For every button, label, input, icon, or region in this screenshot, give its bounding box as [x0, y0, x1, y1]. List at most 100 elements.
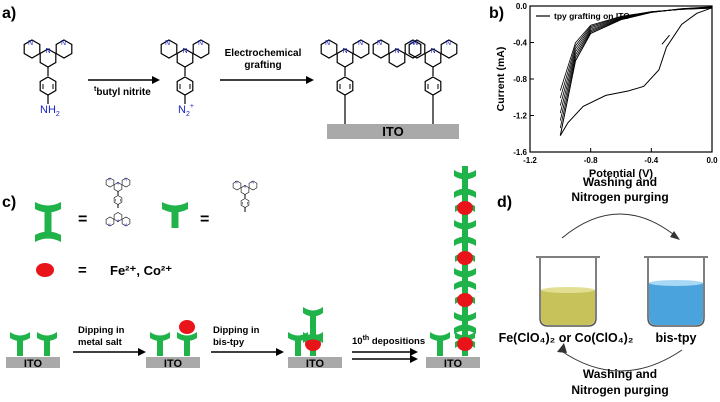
- y-tick-label: 0.0: [516, 2, 528, 11]
- top-cycle-arrow-head: [670, 231, 680, 240]
- stage1: ITO: [6, 332, 60, 370]
- stack-cap-3: [454, 236, 476, 246]
- panel-b-label: b): [489, 5, 504, 22]
- molecule-aminophenyl-tpy: [24, 40, 72, 104]
- stage2: ITO: [146, 320, 200, 370]
- beaker-metal-salt: [536, 256, 600, 327]
- equals-3: =: [78, 262, 87, 279]
- panel-d: d) Washing and Nitrogen purging Fe(ClO₄)…: [497, 175, 708, 397]
- ito-label-c3: ITO: [306, 358, 325, 370]
- beaker-bis-tpy: [644, 256, 708, 327]
- cv-cycle-1: [559, 6, 713, 129]
- x-tick-label: -0.4: [644, 156, 658, 165]
- bis-tpy-structure: [106, 178, 130, 227]
- arrow-c3b-head: [410, 355, 418, 363]
- top-process-line1: Washing and: [583, 175, 657, 189]
- x-tick-label: -0.8: [584, 156, 598, 165]
- reagent-butyl-nitrite: tbutyl nitrite: [94, 86, 151, 98]
- stack-metal-ion-2: [457, 293, 473, 307]
- stack-cap-6: [454, 312, 476, 322]
- step-c1-line2: metal salt: [78, 337, 123, 348]
- diazonium-label: N2+: [178, 103, 194, 118]
- x-axis-label: Potential (V): [589, 168, 654, 180]
- ito-substrate-c3: [288, 357, 342, 368]
- panel-a-label: a): [2, 5, 16, 22]
- molecule-diazonium-tpy: [161, 40, 209, 104]
- metal-ion-stage3: [305, 337, 321, 351]
- equals-1: =: [78, 211, 87, 228]
- top-cycle-arrow: [561, 213, 679, 239]
- cv-cycle-2: [559, 7, 713, 121]
- ito-label-c1: ITO: [24, 358, 43, 370]
- ito-substrate-c2: [146, 357, 200, 368]
- grafted-molecule-2: [409, 40, 457, 124]
- panel-a: a) NH2 tbutyl nitrite N2+ Electrochemica…: [2, 5, 459, 139]
- panel-c-label: c): [2, 194, 16, 211]
- arrow-c2-head: [276, 348, 284, 356]
- metal-ion-stage2: [179, 320, 195, 334]
- y-axis-label: Current (mA): [495, 47, 507, 112]
- cv-series-0: [559, 7, 713, 136]
- ito-label-c2: ITO: [164, 358, 183, 370]
- bottom-cycle-arrow: [559, 349, 683, 372]
- cv-cycle-5: [559, 7, 713, 99]
- stack-cap-2: [454, 220, 476, 230]
- stack-cap-0: [454, 170, 476, 180]
- step-c2-line1: Dipping in: [213, 325, 260, 336]
- reagent-electrochem-line1: Electrochemical: [225, 48, 302, 59]
- ito-substrate-c1: [6, 357, 60, 368]
- stack-cap-1: [454, 188, 476, 198]
- ito-substrate-c4: [426, 357, 480, 368]
- top-process-line2: Nitrogen purging: [571, 190, 668, 204]
- y-tick-label: -0.4: [513, 39, 527, 48]
- grafted-molecule-3: [373, 40, 421, 67]
- ito-label-a: ITO: [382, 124, 403, 139]
- scan-direction-arrow: [661, 34, 670, 45]
- amine-label: NH2: [40, 104, 60, 118]
- stack-metal-ion-3: [457, 337, 473, 351]
- stack-cap-4: [454, 268, 476, 278]
- y-tick-label: -1.6: [513, 148, 527, 157]
- metal-ions-label: Fe²⁺, Co²⁺: [110, 263, 172, 278]
- cv-cycle-4: [559, 7, 713, 106]
- stack-cap-5: [454, 280, 476, 290]
- equals-2: =: [200, 211, 209, 228]
- arrow-c3a-head: [410, 348, 418, 356]
- panel-c: c) = = = Fe²⁺, Co²⁺: [2, 166, 480, 370]
- panel-d-label: d): [497, 194, 512, 211]
- grafted-molecule-1: [321, 40, 369, 124]
- stage3: ITO: [288, 307, 342, 370]
- x-tick-label: -1.2: [523, 156, 537, 165]
- arrow-step1-head: [152, 76, 160, 84]
- ito-substrate-a: [327, 124, 459, 139]
- legend-label: tpy grafting on ITO: [554, 11, 630, 21]
- reagent-electrochem-line2: grafting: [244, 60, 281, 71]
- arrow-step2-head: [306, 76, 314, 84]
- stack-metal-ion-0: [457, 201, 473, 215]
- step-c3-label: 10th depositions: [352, 335, 425, 347]
- legend-metal-ion-symbol: [36, 263, 54, 277]
- y-tick-label: -0.8: [513, 75, 527, 84]
- y-tick-label: -1.2: [513, 112, 527, 121]
- plot-frame: [529, 5, 713, 153]
- cv-series-1: [559, 6, 713, 136]
- step-c1-line1: Dipping in: [78, 325, 125, 336]
- legend-bis-tpy-symbol: [35, 202, 61, 242]
- cv-cycle-3: [559, 7, 713, 114]
- x-tick-label: 0.0: [706, 156, 718, 165]
- stage4-stack: ITO: [426, 166, 480, 370]
- bottom-process-line1: Washing and: [583, 367, 657, 381]
- left-beaker-label: Fe(ClO₄)₂ or Co(ClO₄)₂: [499, 331, 634, 345]
- right-beaker-label: bis-tpy: [656, 331, 697, 345]
- legend-tpy-symbol: [162, 202, 188, 228]
- step-c2-line2: bis-tpy: [213, 337, 245, 348]
- arrow-c1-head: [138, 348, 146, 356]
- tpy-structure: [233, 181, 257, 212]
- bottom-cycle-arrow-head: [557, 343, 567, 353]
- cv-cycle-6: [559, 7, 713, 91]
- ito-label-c4: ITO: [444, 358, 463, 370]
- bottom-process-line2: Nitrogen purging: [571, 383, 668, 397]
